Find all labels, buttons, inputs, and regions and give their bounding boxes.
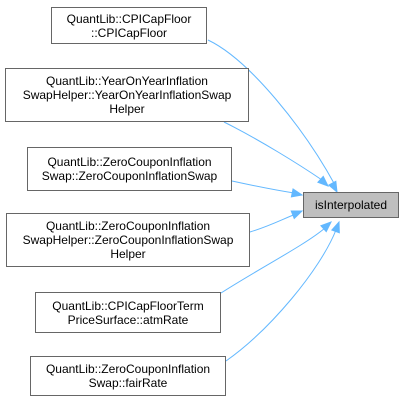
target-node-isinterpolated: isInterpolated bbox=[303, 192, 399, 218]
node-label-line: QuantLib::CPICapFloorTerm bbox=[52, 298, 204, 313]
caller-node-zc-inflation-swap-ctor[interactable]: QuantLib::ZeroCouponInflation Swap::Zero… bbox=[27, 147, 232, 191]
node-label-line: QuantLib::YearOnYearInflation bbox=[46, 74, 208, 88]
caller-node-yoy-inflation-swap-helper-ctor[interactable]: QuantLib::YearOnYearInflation SwapHelper… bbox=[5, 68, 249, 122]
node-label-line: QuantLib::CPICapFloor bbox=[66, 11, 192, 26]
call-edge bbox=[220, 227, 326, 294]
caller-node-cpicapfloor-term-price-surface-atmrate[interactable]: QuantLib::CPICapFloorTerm PriceSurface::… bbox=[35, 292, 221, 333]
node-label-line: Helper bbox=[110, 247, 146, 261]
call-edge bbox=[231, 180, 295, 194]
arrowhead-icon bbox=[327, 180, 338, 194]
node-label-line: PriceSurface::atmRate bbox=[67, 312, 189, 327]
arrowhead-icon bbox=[317, 175, 330, 187]
node-label-line: Swap::ZeroCouponInflationSwap bbox=[41, 169, 218, 183]
call-edge bbox=[225, 229, 337, 362]
arrowhead-icon bbox=[320, 221, 333, 233]
node-label-line: SwapHelper::YearOnYearInflationSwap bbox=[22, 88, 232, 102]
target-node-label: isInterpolated bbox=[314, 198, 388, 212]
node-label-line: SwapHelper::ZeroCouponInflationSwap bbox=[22, 233, 234, 247]
caller-node-cpicapfloor-ctor[interactable]: QuantLib::CPICapFloor ::CPICapFloor bbox=[51, 7, 207, 44]
call-edge bbox=[249, 213, 297, 233]
call-edge bbox=[207, 39, 336, 186]
arrowhead-icon bbox=[330, 220, 340, 234]
caller-node-zc-inflation-swap-fairrate[interactable]: QuantLib::ZeroCouponInflation Swap::fair… bbox=[30, 356, 226, 396]
call-edge bbox=[223, 121, 323, 181]
node-label-line: QuantLib::ZeroCouponInflation bbox=[45, 362, 211, 376]
node-label-line: ::CPICapFloor bbox=[90, 25, 168, 40]
caller-node-zc-inflation-swap-helper-ctor[interactable]: QuantLib::ZeroCouponInflation SwapHelper… bbox=[6, 213, 250, 267]
node-label-line: QuantLib::ZeroCouponInflation bbox=[47, 155, 212, 169]
node-label-line: Helper bbox=[109, 102, 145, 116]
node-label-line: Swap::fairRate bbox=[88, 376, 168, 390]
arrowhead-icon bbox=[290, 210, 304, 220]
arrowhead-icon bbox=[290, 188, 304, 198]
node-label-line: QuantLib::ZeroCouponInflation bbox=[45, 219, 211, 233]
